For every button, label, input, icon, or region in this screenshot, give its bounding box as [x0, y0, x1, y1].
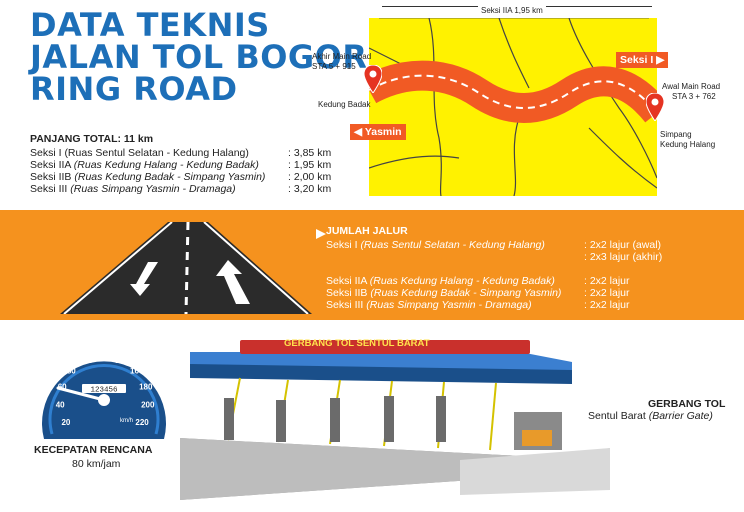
route-map	[369, 18, 657, 196]
panjang-route: (Ruas Kedung Badak - Simpang Yasmin)	[74, 171, 266, 183]
gerbang-name: Sentul Barat	[588, 410, 646, 422]
jalur-row: Seksi IIA (Ruas Kedung Halang - Kedung B…	[326, 275, 630, 287]
location-pin-icon	[364, 65, 382, 93]
panjang-value: : 2,00 km	[288, 171, 332, 183]
panjang-route: (Ruas Simpang Yasmin - Dramaga)	[70, 183, 236, 195]
speed-tick-label: 60	[58, 382, 67, 391]
road-illustration	[60, 222, 312, 314]
panjang-row: Seksi I (Ruas Sentul Selatan - Kedung Ha…	[30, 147, 331, 159]
panjang-route: (Ruas Kedung Halang - Kedung Badak)	[73, 159, 259, 171]
jalur-route: (Ruas Simpang Yasmin - Dramaga)	[366, 299, 532, 311]
title-line-2: JALAN TOL BOGOR	[30, 38, 368, 76]
jalur-route: (Ruas Kedung Halang - Kedung Badak)	[369, 275, 555, 287]
speed-tick-label: 180	[139, 382, 153, 391]
speed-tick-label: 40	[56, 401, 65, 410]
map-roads	[369, 18, 657, 196]
yasmin-tag: ◀ Yasmin	[350, 124, 406, 140]
speed-tick-label: 140	[115, 356, 129, 365]
title-line-1: DATA TEKNIS	[30, 6, 270, 44]
speed-header: KECEPATAN RENCANA	[34, 444, 153, 456]
jalur-row: : 2x3 lajur (akhir)	[326, 251, 662, 263]
title-line-3: RING ROAD	[30, 70, 238, 108]
gerbang-header: GERBANG TOL	[648, 398, 726, 410]
panjang-list: Seksi I (Ruas Sentul Selatan - Kedung Ha…	[30, 147, 331, 195]
jalur-name: Seksi IIA	[326, 275, 367, 287]
jalur-row: Seksi I (Ruas Sentul Selatan - Kedung Ha…	[326, 239, 661, 251]
speed-tick-label: 160	[130, 367, 144, 376]
seksi-tag-text: Seksi I	[620, 54, 654, 66]
panjang-value: : 3,20 km	[288, 183, 332, 195]
speed-needle	[56, 386, 106, 402]
panjang-row: Seksi IIB (Ruas Kedung Badak - Simpang Y…	[30, 171, 331, 183]
simpang-label-2: Kedung Halang	[660, 140, 716, 149]
speed-tick-label: 220	[135, 418, 149, 427]
jalur-value: : 2x3 lajur (akhir)	[584, 251, 663, 263]
panjang-name: Seksi IIB	[30, 171, 72, 183]
jalur-name: Seksi IIB	[326, 287, 368, 299]
jalur-name: Seksi III	[326, 299, 364, 311]
panjang-header: PANJANG TOTAL: 11 km	[30, 133, 154, 145]
gerbang-name-line: Sentul Barat (Barrier Gate)	[588, 410, 713, 422]
panjang-value: : 1,95 km	[288, 159, 332, 171]
speed-tick-label: 100	[79, 356, 93, 365]
jalur-header: JUMLAH JALUR	[326, 225, 408, 237]
arrow-left-icon: ◀	[354, 126, 363, 138]
gerbang-sign: GERBANG TOL SENTUL BARAT	[284, 338, 430, 349]
panjang-row: Seksi III (Ruas Simpang Yasmin - Dramaga…	[30, 183, 331, 195]
jalur-value: : 2x2 lajur (awal)	[584, 239, 662, 251]
location-pin-icon	[646, 93, 664, 121]
map-top-label: Seksi IIA 1,95 km	[478, 6, 546, 15]
panjang-name: Seksi III	[30, 183, 68, 195]
seksi-tag: Seksi I ▶	[616, 52, 669, 68]
jalur-list: Seksi I (Ruas Sentul Selatan - Kedung Ha…	[326, 239, 662, 311]
panjang-name: Seksi IIA	[30, 159, 71, 171]
jalur-value: : 2x2 lajur	[584, 299, 630, 311]
kedung-badak-label: Kedung Badak	[318, 100, 371, 109]
jalur-route: (Ruas Sentul Selatan - Kedung Halang)	[360, 239, 545, 251]
speed-tick-label: 20	[61, 418, 70, 427]
speed-tick-label: 120	[97, 352, 111, 361]
odometer: 123456	[90, 387, 118, 395]
arrow-right-icon: ▶	[656, 54, 665, 66]
jalur-row: Seksi III (Ruas Simpang Yasmin - Dramaga…	[326, 299, 630, 311]
jalur-route: (Ruas Kedung Badak - Simpang Yasmin)	[370, 287, 562, 299]
akhir-label: Akhir Main Road	[312, 52, 372, 61]
speed-tick-label: 80	[67, 367, 76, 376]
jalur-value: : 2x2 lajur	[584, 287, 630, 299]
jalur-value: : 2x2 lajur	[584, 275, 630, 287]
simpang-label: Simpang	[660, 130, 692, 139]
toll-gate-illustration	[180, 340, 610, 500]
gerbang-type: (Barrier Gate)	[648, 410, 713, 422]
panjang-route: (Ruas Sentul Selatan - Kedung Halang)	[64, 147, 249, 159]
panjang-value: : 3,85 km	[288, 147, 332, 159]
panjang-name: Seksi I	[30, 147, 62, 159]
panjang-row: Seksi IIA (Ruas Kedung Halang - Kedung B…	[30, 159, 331, 171]
awal-sta-label: STA 3 + 762	[672, 92, 716, 101]
jalur-name: Seksi I	[326, 239, 358, 251]
jalur-row: Seksi IIB (Ruas Kedung Badak - Simpang Y…	[326, 287, 630, 299]
akhir-sta-label: STA 5 + 915	[312, 62, 356, 71]
speed-unit: km/h	[120, 418, 133, 424]
awal-label: Awal Main Road	[662, 82, 721, 91]
speed-value: 80 km/jam	[72, 458, 121, 470]
bullet-icon	[316, 226, 326, 244]
yasmin-tag-text: Yasmin	[364, 126, 402, 138]
speed-tick-label: 200	[141, 401, 155, 410]
